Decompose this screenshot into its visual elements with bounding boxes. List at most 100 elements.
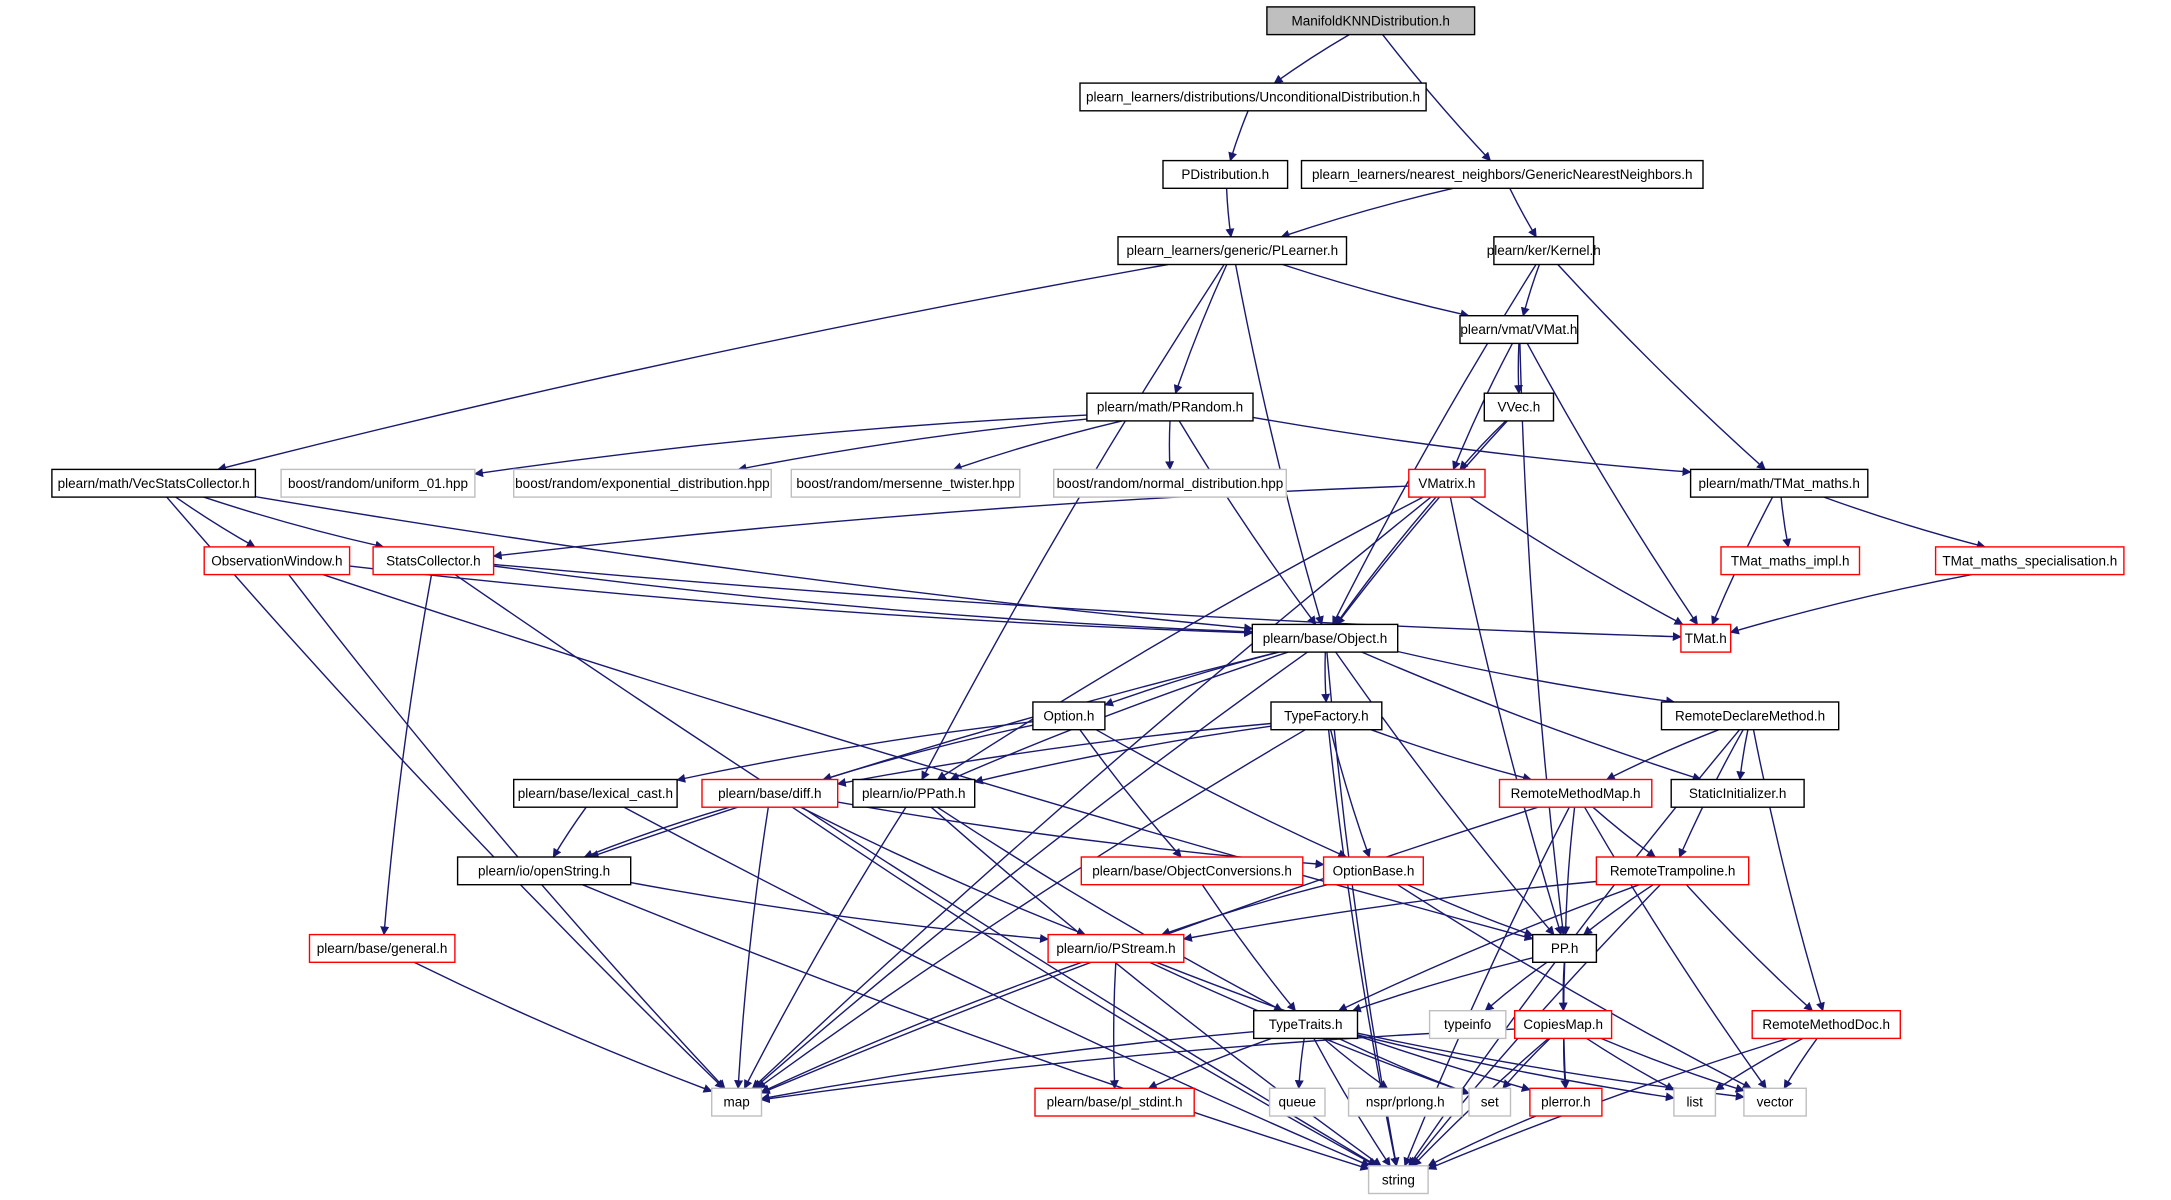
node-label[interactable]: RemoteDeclareMethod.h	[1675, 708, 1825, 723]
node-label[interactable]: TMat_maths_specialisation.h	[1942, 553, 2117, 568]
node-label[interactable]: plerror.h	[1541, 1095, 1591, 1110]
node-label[interactable]: OptionBase.h	[1333, 863, 1415, 878]
node-copiesmap[interactable]: CopiesMap.h	[1513, 1010, 1613, 1040]
node-label[interactable]: PP.h	[1551, 941, 1579, 956]
node-objconv[interactable]: plearn/base/ObjectConversions.h	[1080, 856, 1304, 886]
node-box[interactable]	[1047, 933, 1185, 963]
node-rmm[interactable]: RemoteMethodMap.h	[1498, 778, 1653, 808]
node-label[interactable]: TMat_maths_impl.h	[1731, 553, 1850, 568]
node-label[interactable]: plearn/base/diff.h	[718, 786, 821, 801]
node-box[interactable]	[1531, 933, 1598, 963]
node-box[interactable]	[1660, 701, 1840, 731]
node-typetraits[interactable]: TypeTraits.h	[1252, 1010, 1359, 1040]
node-box[interactable]	[1266, 6, 1476, 36]
node-label[interactable]: plearn_learners/nearest_neighbors/Generi…	[1312, 167, 1692, 182]
node-label[interactable]: plearn/vmat/VMat.h	[1460, 322, 1577, 337]
node-vvec[interactable]: VVec.h	[1483, 392, 1555, 422]
node-label[interactable]: plearn/math/VecStatsCollector.h	[58, 476, 250, 491]
node-box[interactable]	[1408, 468, 1486, 498]
node-box[interactable]	[1720, 546, 1861, 576]
node-label[interactable]: RemoteMethodMap.h	[1511, 786, 1641, 801]
node-box[interactable]	[1680, 623, 1732, 653]
node-pp[interactable]: PP.h	[1531, 933, 1598, 963]
node-label[interactable]: StaticInitializer.h	[1689, 786, 1787, 801]
node-gnn[interactable]: plearn_learners/nearest_neighbors/Generi…	[1300, 159, 1704, 190]
node-label[interactable]: VMatrix.h	[1418, 476, 1475, 491]
node-label[interactable]: plearn/math/PRandom.h	[1097, 400, 1243, 415]
node-box[interactable]	[1513, 1010, 1613, 1040]
node-lexcast[interactable]: plearn/base/lexical_cast.h	[513, 778, 678, 808]
node-general[interactable]: plearn/base/general.h	[308, 933, 456, 963]
node-label[interactable]: plearn/base/lexical_cast.h	[518, 786, 673, 801]
node-prandom[interactable]: plearn/math/PRandom.h	[1086, 392, 1254, 422]
node-box[interactable]	[308, 933, 456, 963]
node-label[interactable]: plearn/base/ObjectConversions.h	[1092, 863, 1292, 878]
node-label[interactable]: CopiesMap.h	[1523, 1017, 1603, 1032]
node-diff[interactable]: plearn/base/diff.h	[701, 778, 839, 808]
node-label[interactable]: plearn_learners/generic/PLearner.h	[1126, 243, 1338, 258]
node-box[interactable]	[51, 468, 257, 498]
node-rmdoc[interactable]: RemoteMethodDoc.h	[1751, 1010, 1901, 1040]
node-label[interactable]: RemoteTrampoline.h	[1610, 863, 1736, 878]
node-tmatimpl[interactable]: TMat_maths_impl.h	[1720, 546, 1861, 576]
node-option[interactable]: Option.h	[1032, 701, 1106, 731]
node-pdist[interactable]: PDistribution.h	[1162, 159, 1289, 190]
node-box[interactable]	[1034, 1087, 1195, 1117]
node-box[interactable]	[1595, 856, 1750, 886]
node-box[interactable]	[1322, 856, 1424, 886]
node-box[interactable]	[852, 778, 976, 808]
node-typefactory[interactable]: TypeFactory.h	[1270, 701, 1383, 731]
node-statscol[interactable]: StatsCollector.h	[372, 546, 495, 576]
node-box[interactable]	[1270, 701, 1383, 731]
node-box[interactable]	[1080, 856, 1304, 886]
node-label[interactable]: plearn_learners/distributions/Unconditio…	[1086, 89, 1420, 104]
node-label[interactable]: plearn/io/openString.h	[478, 863, 610, 878]
node-box[interactable]	[1529, 1087, 1603, 1117]
node-label[interactable]: plearn/io/PStream.h	[1056, 941, 1175, 956]
node-vmat[interactable]: plearn/vmat/VMat.h	[1459, 315, 1579, 345]
node-tmatmaths[interactable]: plearn/math/TMat_maths.h	[1689, 468, 1869, 498]
node-label[interactable]: plearn/base/general.h	[317, 941, 448, 956]
node-box[interactable]	[701, 778, 839, 808]
node-label[interactable]: VVec.h	[1498, 400, 1541, 415]
node-box[interactable]	[513, 778, 678, 808]
node-label[interactable]: Option.h	[1043, 708, 1094, 723]
node-label[interactable]: StatsCollector.h	[386, 553, 481, 568]
node-label[interactable]: TypeTraits.h	[1269, 1017, 1343, 1032]
node-box[interactable]	[1459, 315, 1579, 345]
node-openstring[interactable]: plearn/io/openString.h	[456, 856, 632, 886]
node-box[interactable]	[1117, 236, 1348, 266]
node-vecstats[interactable]: plearn/math/VecStatsCollector.h	[51, 468, 257, 498]
node-box[interactable]	[1670, 778, 1805, 808]
node-label[interactable]: plearn/base/Object.h	[1263, 631, 1388, 646]
node-object[interactable]: plearn/base/Object.h	[1251, 623, 1399, 653]
node-box[interactable]	[1751, 1010, 1901, 1040]
node-box[interactable]	[1032, 701, 1106, 731]
node-label[interactable]: PDistribution.h	[1181, 167, 1269, 182]
node-label[interactable]: plearn/base/pl_stdint.h	[1047, 1095, 1183, 1110]
node-box[interactable]	[1079, 82, 1427, 112]
node-box[interactable]	[1689, 468, 1869, 498]
node-box[interactable]	[1162, 159, 1289, 190]
node-box[interactable]	[203, 546, 351, 576]
node-box[interactable]	[1251, 623, 1399, 653]
node-optionbase[interactable]: OptionBase.h	[1322, 856, 1424, 886]
node-box[interactable]	[1086, 392, 1254, 422]
node-label[interactable]: ManifoldKNNDistribution.h	[1292, 13, 1450, 28]
node-plstdint[interactable]: plearn/base/pl_stdint.h	[1034, 1087, 1195, 1117]
node-label[interactable]: plearn/math/TMat_maths.h	[1699, 476, 1860, 491]
node-rdm[interactable]: RemoteDeclareMethod.h	[1660, 701, 1840, 731]
node-label[interactable]: TypeFactory.h	[1284, 708, 1369, 723]
node-label[interactable]: ObservationWindow.h	[211, 553, 342, 568]
node-tmatspec[interactable]: TMat_maths_specialisation.h	[1934, 546, 2125, 576]
node-kernel[interactable]: plearn/ker/Kernel.h	[1487, 236, 1601, 266]
node-vmatrix[interactable]: VMatrix.h	[1408, 468, 1486, 498]
node-box[interactable]	[456, 856, 632, 886]
node-box[interactable]	[1934, 546, 2125, 576]
node-tmat[interactable]: TMat.h	[1680, 623, 1732, 653]
node-root[interactable]: ManifoldKNNDistribution.h	[1266, 6, 1476, 36]
node-staticinit[interactable]: StaticInitializer.h	[1670, 778, 1805, 808]
node-label[interactable]: TMat.h	[1685, 631, 1727, 646]
node-pstream[interactable]: plearn/io/PStream.h	[1047, 933, 1185, 963]
node-box[interactable]	[1252, 1010, 1359, 1040]
